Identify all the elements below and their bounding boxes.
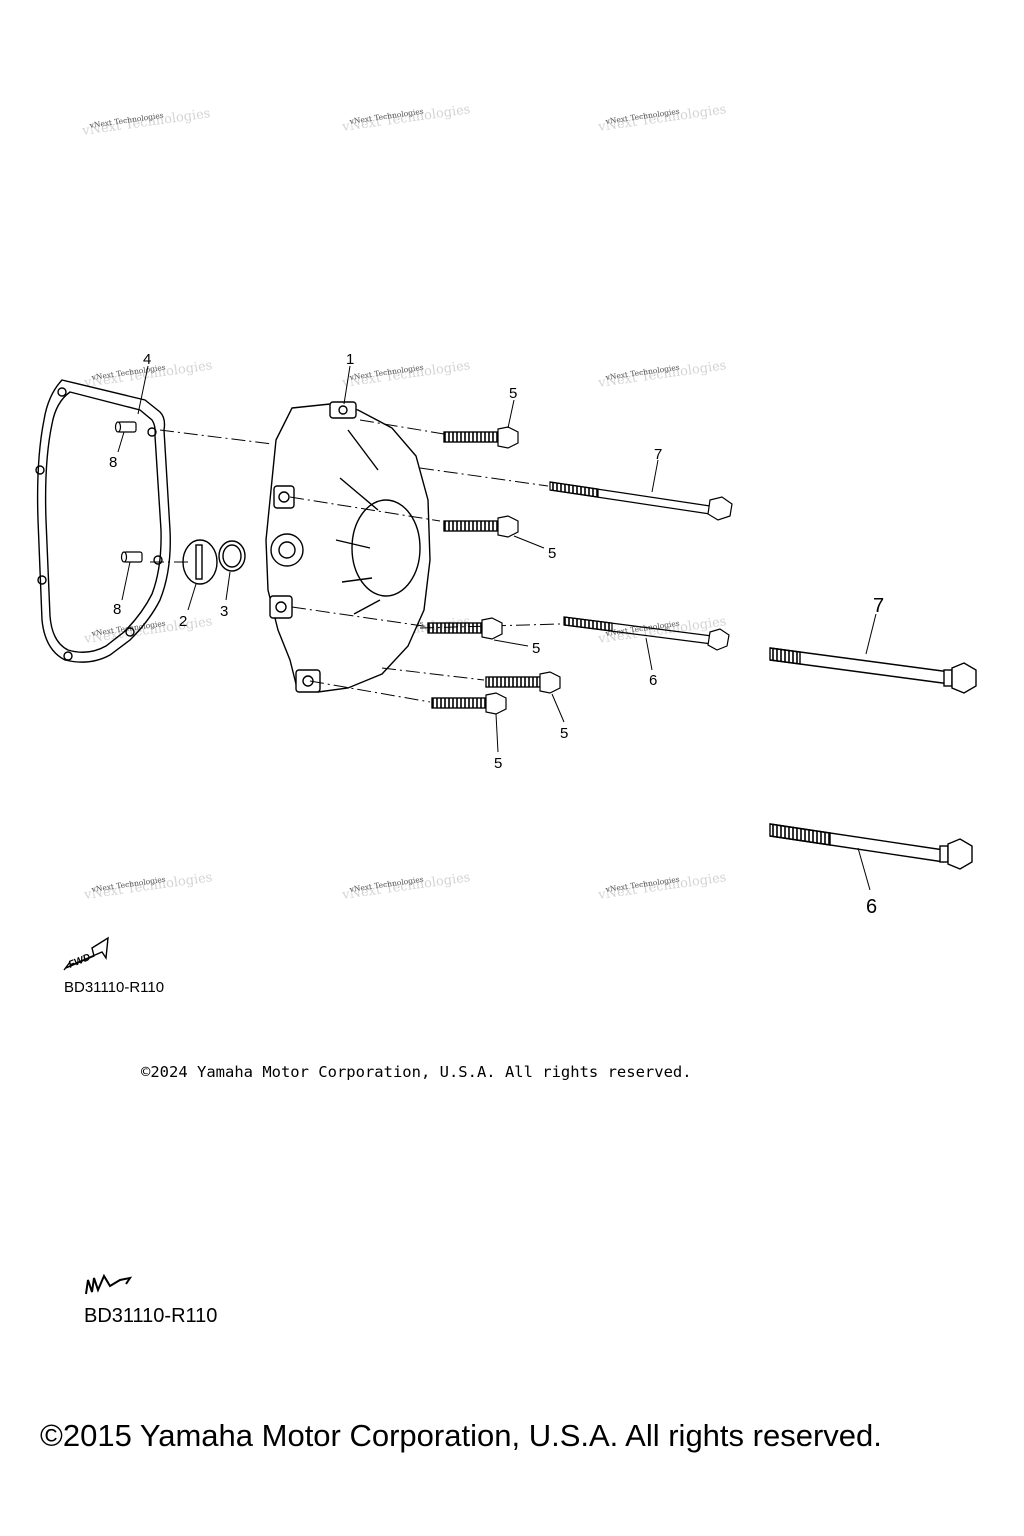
callout-6-small: 6: [649, 672, 657, 689]
diagram-code-large: BD31110-R110: [84, 1305, 218, 1327]
fwd-label: FWD: [67, 952, 92, 971]
callout-4: 4: [143, 351, 151, 368]
fwd-arrow-icon-large: [85, 1273, 133, 1295]
bolt-5-upper: [443, 426, 519, 449]
callout-7-small: 7: [654, 446, 662, 463]
alignment-lines: [150, 419, 561, 703]
dowel-pin-upper: [114, 421, 137, 433]
callout-5-lower: 5: [532, 640, 540, 657]
bolt-5-lower: [427, 617, 503, 640]
leader-lines: [117, 365, 877, 891]
callout-6-large: 6: [866, 896, 877, 918]
o-ring-part-3: [218, 540, 246, 572]
bolt-7-large: [769, 647, 977, 694]
gasket-part-4: [35, 379, 171, 663]
callout-5-mid: 5: [548, 545, 556, 562]
callout-5-bottom: 5: [494, 755, 502, 772]
fwd-arrow-icon: FWD: [63, 936, 109, 971]
dowel-pin-lower: [120, 551, 143, 563]
callout-1: 1: [346, 351, 354, 368]
copyright-small: ©2024 Yamaha Motor Corporation, U.S.A. A…: [141, 1063, 692, 1081]
callout-8-lower: 8: [113, 601, 121, 618]
callout-8-upper: 8: [109, 454, 117, 471]
bolt-5-bottom: [431, 692, 507, 715]
callout-5-top: 5: [509, 385, 517, 402]
crankcase-cover-part-1: [265, 401, 431, 693]
callout-labels: 4 1 8 8 2 3 5 7 5 5 6 5 5 7 6: [109, 351, 884, 918]
bolt-7-small: [549, 481, 733, 521]
bolt-5-lower-right: [485, 671, 561, 694]
copyright-large: ©2015 Yamaha Motor Corporation, U.S.A. A…: [40, 1418, 882, 1453]
bolt-6-small: [563, 616, 730, 651]
callout-5-lower-right: 5: [560, 725, 568, 742]
plug-part-2: [182, 539, 218, 585]
callout-3: 3: [220, 603, 228, 620]
callout-2: 2: [179, 613, 187, 630]
bolt-5-mid: [443, 515, 519, 538]
diagram-code-small: BD31110-R110: [64, 979, 165, 996]
bolt-6-large: [769, 823, 973, 870]
callout-7-large: 7: [873, 595, 884, 617]
